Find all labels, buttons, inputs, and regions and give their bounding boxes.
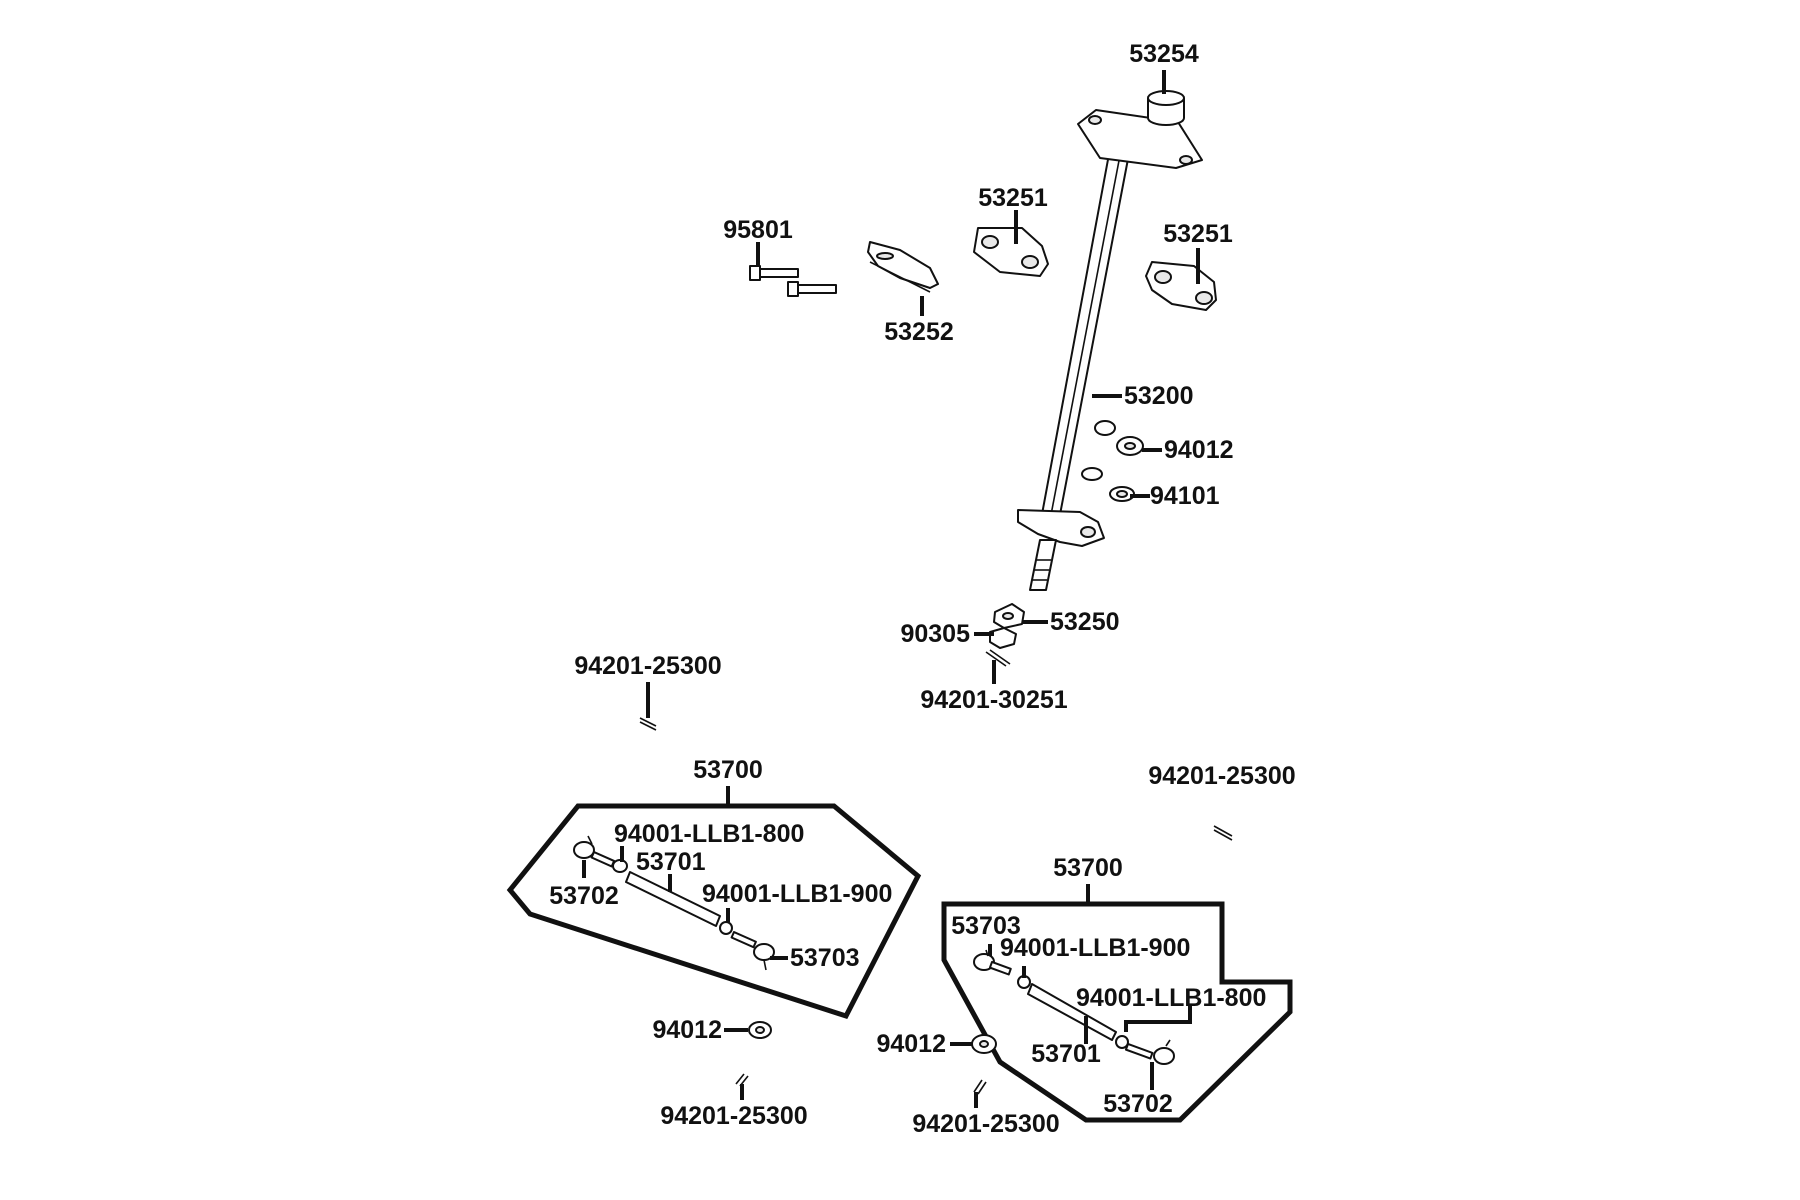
label-94012-bottom-left: 94012 (652, 1016, 722, 1044)
bolt-part-95801 (749, 265, 837, 297)
label-53700-right: 53700 (1053, 854, 1123, 882)
label-94001-llb1-900-right: 94001-LLB1-900 (1000, 934, 1190, 962)
pin-part-94201-25300-upper-right (1213, 825, 1233, 841)
label-53701-left: 53701 (636, 848, 706, 876)
tie-rod-assembly-right (941, 901, 1293, 1123)
pin-part-94201-25300-bottom-right (973, 1079, 987, 1095)
label-94201-25300-bottom-right: 94201-25300 (912, 1110, 1059, 1138)
nut-part-94012-upper (1094, 420, 1144, 456)
label-94101: 94101 (1150, 482, 1220, 510)
steering-shaft-part (1017, 109, 1203, 591)
label-53702-right: 53702 (1103, 1090, 1173, 1118)
label-53251-center: 53251 (978, 184, 1048, 212)
nut-part-90305 (989, 627, 1017, 649)
label-53254: 53254 (1129, 40, 1199, 68)
label-94201-25300-bottom-left: 94201-25300 (660, 1102, 807, 1130)
label-53703-right: 53703 (951, 912, 1021, 940)
label-94201-30251: 94201-30251 (920, 686, 1067, 714)
washer-part-53250 (993, 603, 1025, 629)
label-53700-left: 53700 (693, 756, 763, 784)
label-95801: 95801 (723, 216, 793, 244)
pin-part-94201-30251 (985, 649, 1011, 667)
label-53702-left: 53702 (549, 882, 619, 910)
washer-part-94101 (1081, 467, 1135, 502)
label-94012-bottom-right: 94012 (876, 1030, 946, 1058)
label-94201-25300-upper-right: 94201-25300 (1148, 762, 1295, 790)
label-94012-top: 94012 (1164, 436, 1234, 464)
tie-rod-assembly-left (506, 803, 922, 1020)
label-53251-right: 53251 (1163, 220, 1233, 248)
nut-part-94012-bottom-left (748, 1021, 772, 1039)
label-53701-right: 53701 (1031, 1040, 1101, 1068)
clamp-part-53251-center (973, 227, 1049, 277)
nut-part-94012-bottom-right (971, 1034, 997, 1054)
label-53250: 53250 (1050, 608, 1120, 636)
label-90305: 90305 (900, 620, 970, 648)
clamp-part-53251-right (1145, 261, 1217, 311)
label-53252: 53252 (884, 318, 954, 346)
cap-part-53254 (1147, 90, 1185, 126)
label-94201-25300-upper-left: 94201-25300 (574, 652, 721, 680)
label-94001-llb1-900-left: 94001-LLB1-900 (702, 880, 892, 908)
leader-lines (582, 70, 1200, 1108)
pin-part-94201-25300-upper-left (639, 717, 657, 731)
label-94001-llb1-800-left: 94001-LLB1-800 (614, 820, 804, 848)
label-94001-llb1-800-right: 94001-LLB1-800 (1076, 984, 1266, 1012)
plate-part-53252 (867, 241, 939, 293)
label-53703-left: 53703 (790, 944, 860, 972)
label-53200: 53200 (1124, 382, 1194, 410)
